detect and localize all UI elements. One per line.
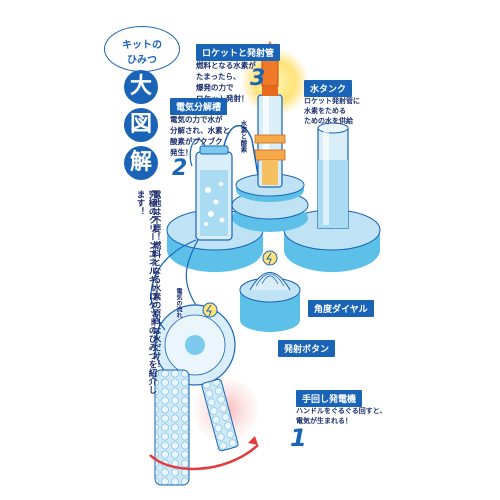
number-3: 3 [250,66,266,91]
current-flow-label: 電気の流れ [175,288,182,318]
label-electrolysis: 電気分解槽 [170,98,228,115]
wire-a [185,239,199,306]
electrolysis-tank [189,125,259,241]
title-char-2: 図 [124,108,158,142]
launch-tube [254,94,286,188]
title-char-1: 大 [124,70,158,104]
number-2: 2 [172,156,188,181]
launch-button [239,272,301,332]
intro-text-col1: 電池は不要！燃料となる水素の原料は水だけ！ [151,190,161,369]
label-water-tank: 水タンク [304,80,353,97]
bubble-line2: ひみつ [127,55,157,66]
label-angle-dial: 角度ダイヤル [308,300,374,317]
gas-label: 水素と酸素 [239,120,247,153]
number-1: 1 [290,424,307,452]
generator [149,304,259,486]
lightning-icon [202,302,218,318]
wire-b [150,239,197,331]
desc-electrolysis: 電気の力で水が分解され、水素と 酸素がブクブク発生！ [170,115,231,157]
title-char-3: 解 [124,146,158,180]
label-generator: 手回し発電機 [296,390,363,407]
lightning-icon [262,250,278,266]
intro-text-col2: 究極のクリーンエネルギーロケットのひみつを紹介します！ [135,190,157,394]
label-rocket: ロケットと発射管 [196,44,281,61]
bubble-line1: キットの [122,40,162,51]
desc-water-tank: ロケット発射管に水素をためるための水を供給 [304,97,360,125]
label-launch-button: 発射ボタン [278,340,336,357]
title-bubble: キットの ひみつ [104,26,180,72]
water-tank [317,122,349,229]
desc-generator: ハンドルをぐるぐる回すと、電気が生まれる！ [296,407,387,425]
